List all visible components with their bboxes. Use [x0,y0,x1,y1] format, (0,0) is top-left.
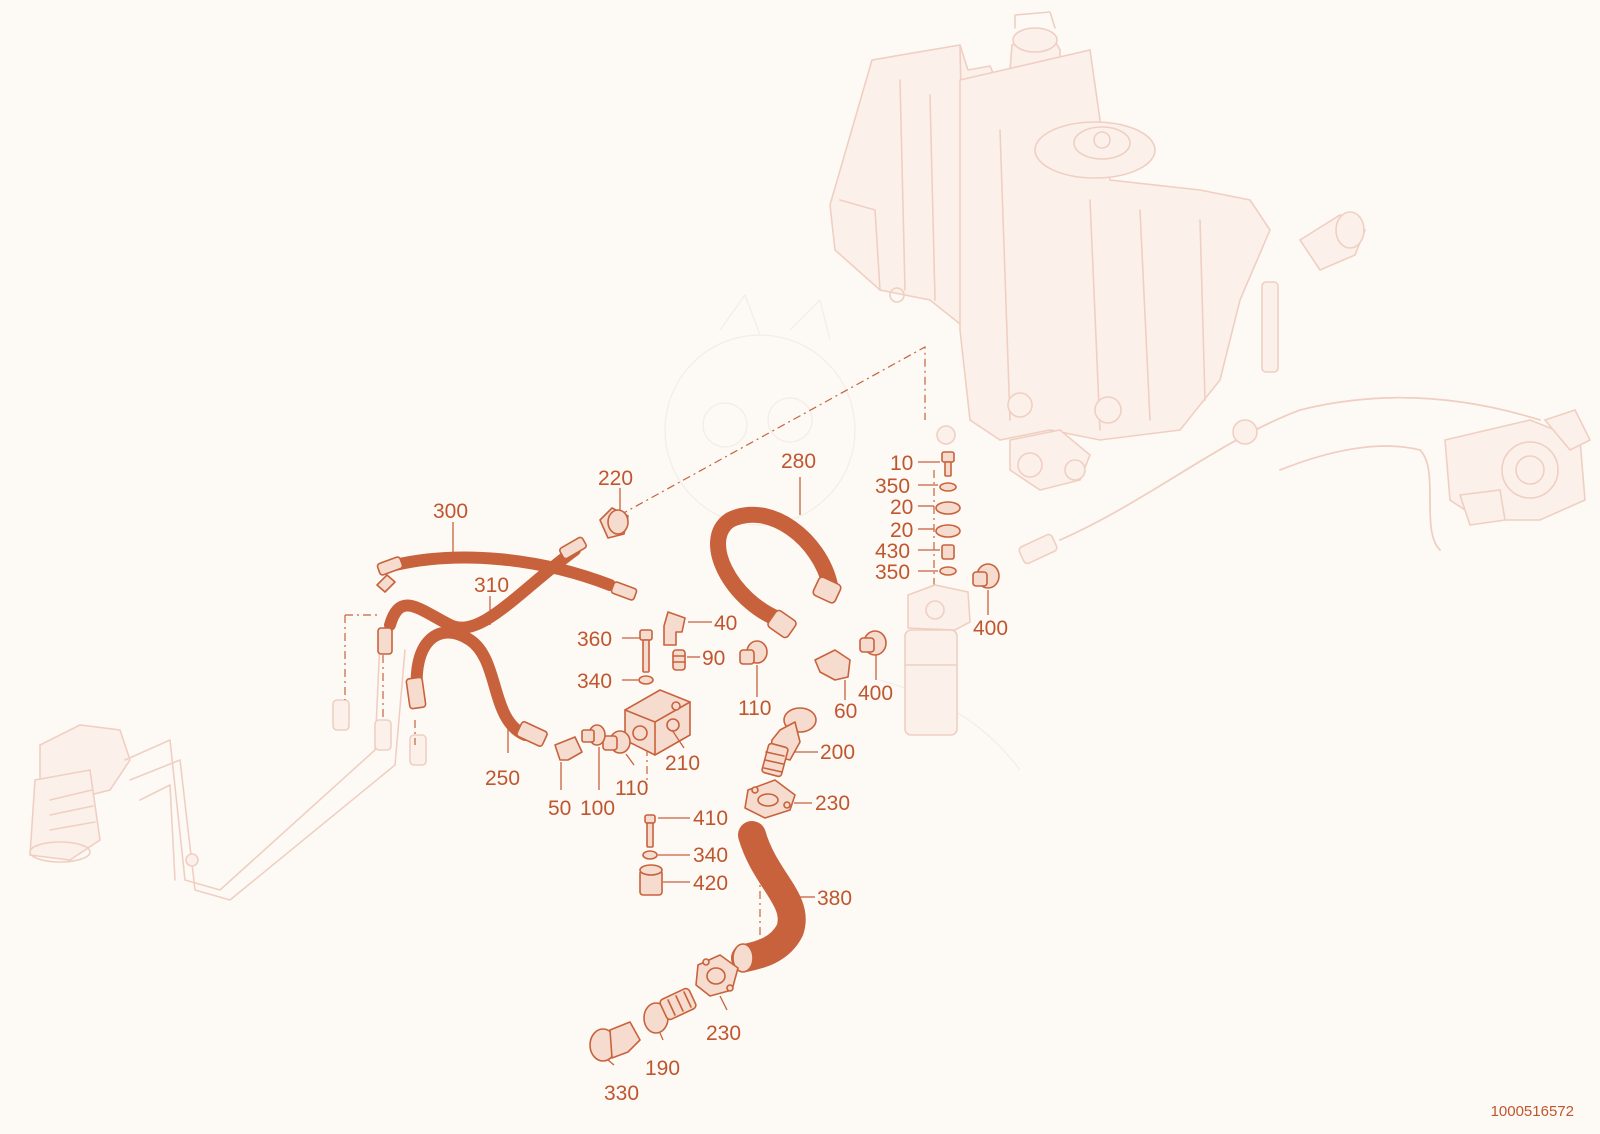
callout-300: 300 [433,500,468,523]
callout-210: 210 [665,752,700,775]
callout-labels: 300 220 280 310 40 360 90 340 110 60 400… [433,450,1008,1105]
part-400-fitting-upper [972,563,1000,589]
callout-330: 330 [604,1082,639,1105]
part-60-elbow [814,649,851,681]
watermark-illustration [664,293,1021,771]
callout-100: 100 [580,797,615,820]
part-340-washer-lower [642,850,658,860]
callout-20-lower: 20 [890,519,913,542]
part-110-fitting-left [602,730,631,754]
callout-220: 220 [598,467,633,490]
part-90-fitting [672,649,686,671]
part-50-elbow [554,736,583,761]
part-400-fitting-lower [859,630,887,656]
part-350-washer-lower [939,566,957,576]
part-330-adapter [589,1021,641,1062]
callout-40: 40 [714,612,737,635]
part-110-fitting-upper [739,640,768,665]
part-410-bolt [644,814,656,848]
callout-90: 90 [702,647,725,670]
hose-280 [710,506,842,639]
hose-380 [731,821,806,973]
part-100-fitting [581,724,606,746]
ghost-pump-right [1444,409,1592,526]
callout-310: 310 [474,574,509,597]
callout-360: 360 [577,628,612,651]
callout-230-upper: 230 [815,792,850,815]
callout-420: 420 [693,872,728,895]
hose-300 [376,551,638,601]
callout-410: 410 [693,807,728,830]
part-430-spacer [941,544,955,560]
callout-380: 380 [817,887,852,910]
part-20-seal-upper [935,501,961,515]
callout-430: 430 [875,540,910,563]
part-350-washer-upper [939,482,957,492]
callout-340-lower: 340 [693,844,728,867]
leader-lines [452,461,989,1066]
part-10-bolt [941,451,955,477]
part-220-adapter [599,507,629,539]
callout-50: 50 [548,797,571,820]
part-230-flange-upper [744,779,796,819]
callout-190: 190 [645,1057,680,1080]
ghost-left-motor [29,639,427,901]
part-40-elbow [663,611,686,646]
part-420-spacer [639,864,663,896]
hose-250 [405,626,548,747]
part-filter-housing [904,584,971,736]
part-210-valve-block [624,689,691,756]
callout-250: 250 [485,767,520,790]
part-200-elbow [761,707,817,778]
callout-10: 10 [890,452,913,475]
callout-340-upper: 340 [577,670,612,693]
alignment-lines [344,345,935,960]
callout-110-lower: 110 [615,777,648,800]
callout-400-upper: 400 [973,617,1008,640]
hose-310 [377,536,587,655]
part-20-seal-lower [935,524,961,538]
ghost-tank-assembly [829,11,1366,491]
ghost-fitting-right [1018,533,1058,565]
callout-60: 60 [834,700,857,723]
document-number: 1000516572 [1490,1103,1574,1120]
callout-400-lower: 400 [858,682,893,705]
callout-350-upper: 350 [875,475,910,498]
part-190-hose-barb [643,987,697,1034]
callout-20-upper: 20 [890,496,913,519]
part-230-flange-lower [695,954,739,997]
ghost-return-hose [1059,396,1541,551]
callout-230-lower: 230 [706,1022,741,1045]
part-340-washer-upper [638,675,654,685]
callout-350-lower: 350 [875,561,910,584]
callout-280: 280 [781,450,816,473]
callout-200: 200 [820,741,855,764]
part-360-bolt [639,629,653,673]
callout-110-upper: 110 [738,697,771,720]
